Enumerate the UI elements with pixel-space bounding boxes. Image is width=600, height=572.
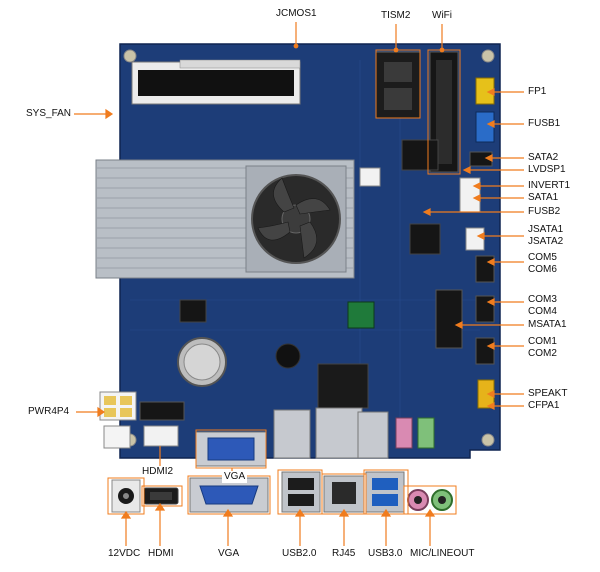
fan-connector: [359, 167, 381, 187]
label-jcmos1: JCMOS1: [276, 8, 317, 19]
power-connector: [99, 391, 137, 449]
label-vga: VGA: [218, 548, 240, 559]
label-speakt: SPEAKT: [528, 388, 568, 399]
label-usb30: USB3.0: [368, 548, 403, 559]
memory-slot: [131, 59, 301, 105]
label-jsata2: JSATA2: [528, 236, 564, 247]
label-invert1: INVERT1: [528, 180, 571, 191]
buzzer: [275, 343, 301, 369]
rear-io-ports: [111, 471, 453, 513]
leader-lines: [74, 22, 524, 546]
board-chips: [179, 139, 441, 409]
vga-onboard: [195, 431, 267, 467]
label-sata2: SATA2: [528, 152, 559, 163]
cpu-heatsink: [95, 159, 355, 279]
label-com2: COM2: [528, 348, 557, 359]
label-com5: COM5: [528, 252, 557, 263]
cmos-battery: [177, 337, 227, 387]
label-cfpa1: CFPA1: [528, 400, 560, 411]
label-usb20: USB2.0: [282, 548, 317, 559]
wifi-slot: [429, 51, 459, 173]
right-headers: [459, 77, 495, 409]
label-jsata1: JSATA1: [528, 224, 564, 235]
label-12vdc: 12VDC: [108, 548, 141, 559]
label-com6: COM6: [528, 264, 557, 275]
label-tism2: TISM2: [381, 10, 411, 21]
label-fusb1: FUSB1: [528, 118, 561, 129]
header-pins: [139, 401, 185, 421]
label-pwr4p4: PWR4P4: [28, 406, 70, 417]
label-com1: COM1: [528, 336, 557, 347]
label-hdmi2: HDMI2: [142, 466, 174, 477]
label-fp1: FP1: [528, 86, 547, 97]
msata-slot: [435, 289, 463, 349]
label-mic-lineout: MIC/LINEOUT: [410, 548, 475, 559]
label-sys-fan: SYS_FAN: [26, 108, 72, 119]
label-vga-top: VGA: [222, 471, 248, 483]
label-wifi: WiFi: [432, 10, 452, 21]
onboard-io-stack: [273, 407, 435, 459]
label-com3: COM3: [528, 294, 557, 305]
label-lvdsp1: LVDSP1: [528, 164, 566, 175]
label-com4: COM4: [528, 306, 557, 317]
sim-slot: [375, 51, 421, 119]
label-hdmi: HDMI: [148, 548, 174, 559]
label-rj45: RJ45: [332, 548, 356, 559]
label-sata1: SATA1: [528, 192, 559, 203]
label-msata1: MSATA1: [528, 319, 567, 330]
hdmi2-connector: [143, 425, 179, 447]
label-fusb2: FUSB2: [528, 206, 561, 217]
